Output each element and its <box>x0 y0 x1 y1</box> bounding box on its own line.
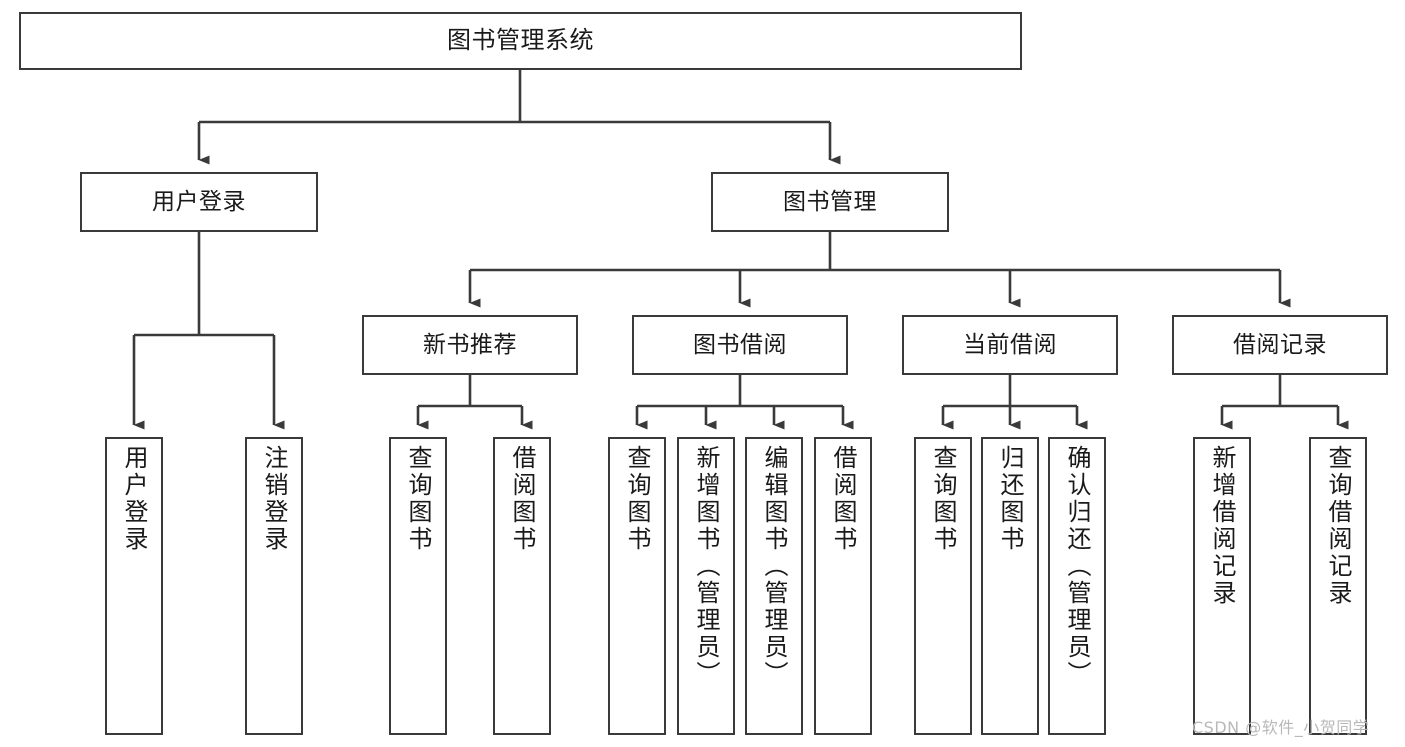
node-label: 当前借阅 <box>963 331 1057 358</box>
node-book-borrow[interactable]: 图书借阅 <box>632 315 848 375</box>
leaf-current-borrow-return-book[interactable]: 归还图书 <box>981 437 1039 735</box>
node-label: 查询图书 <box>623 445 651 553</box>
leaf-new-book-borrow-book[interactable]: 借阅图书 <box>493 437 551 735</box>
node-label: 借阅图书 <box>508 445 536 553</box>
node-label: 查询图书 <box>404 445 432 553</box>
node-label: 编辑图书（管理员） <box>760 445 788 688</box>
node-label: 注销登录 <box>260 445 288 553</box>
node-current-borrow[interactable]: 当前借阅 <box>902 315 1118 375</box>
node-borrow-record[interactable]: 借阅记录 <box>1172 315 1388 375</box>
node-label: 新增借阅记录 <box>1208 445 1236 607</box>
leaf-book-borrow-borrow-book[interactable]: 借阅图书 <box>814 437 872 735</box>
node-label: 新书推荐 <box>423 331 517 358</box>
leaf-book-borrow-edit-book-admin[interactable]: 编辑图书（管理员） <box>745 437 803 735</box>
node-new-book-recommend[interactable]: 新书推荐 <box>362 315 578 375</box>
node-label: 图书管理 <box>783 188 877 215</box>
leaf-current-borrow-confirm-return-admin[interactable]: 确认归还（管理员） <box>1048 437 1106 735</box>
leaf-user-login-logout[interactable]: 注销登录 <box>245 437 303 735</box>
node-label: 图书借阅 <box>693 331 787 358</box>
node-user-login[interactable]: 用户登录 <box>80 172 318 232</box>
node-label: 归还图书 <box>996 445 1024 553</box>
leaf-new-book-query-book[interactable]: 查询图书 <box>389 437 447 735</box>
node-label: 查询图书 <box>929 445 957 553</box>
leaf-book-borrow-add-book-admin[interactable]: 新增图书（管理员） <box>677 437 735 735</box>
node-label: 图书管理系统 <box>447 26 594 55</box>
node-label: 用户登录 <box>120 445 148 553</box>
leaf-borrow-record-query-record[interactable]: 查询借阅记录 <box>1309 437 1367 735</box>
node-label: 借阅图书 <box>829 445 857 553</box>
leaf-book-borrow-query-book[interactable]: 查询图书 <box>608 437 666 735</box>
csdn-watermark: CSDN @软件_小贺同学 <box>1192 718 1370 737</box>
node-root-book-management-system[interactable]: 图书管理系统 <box>19 12 1022 70</box>
node-label: 确认归还（管理员） <box>1063 445 1091 688</box>
node-label: 新增图书（管理员） <box>692 445 720 688</box>
node-label: 查询借阅记录 <box>1324 445 1352 607</box>
leaf-borrow-record-add-record[interactable]: 新增借阅记录 <box>1193 437 1251 735</box>
node-label: 用户登录 <box>152 188 246 215</box>
leaf-current-borrow-query-book[interactable]: 查询图书 <box>914 437 972 735</box>
leaf-user-login-login[interactable]: 用户登录 <box>105 437 163 735</box>
node-label: 借阅记录 <box>1233 331 1327 358</box>
node-book-management[interactable]: 图书管理 <box>711 172 949 232</box>
